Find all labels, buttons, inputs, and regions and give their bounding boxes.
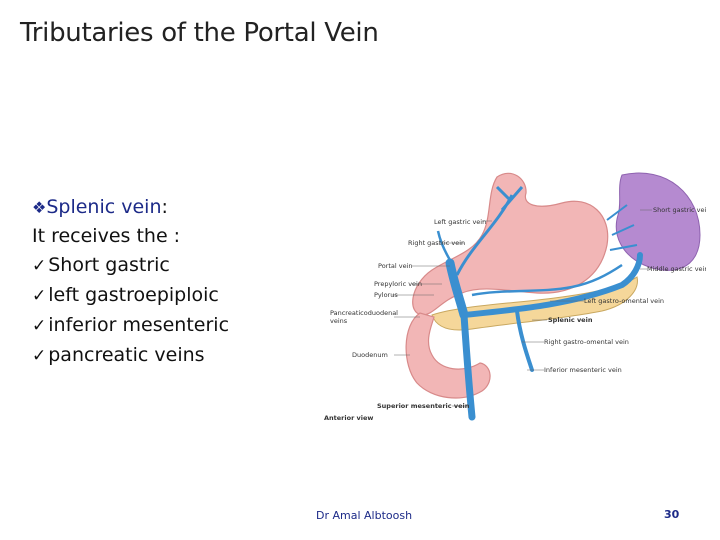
spleen-illustration [615, 172, 701, 271]
list-item: ✓pancreatic veins [32, 341, 229, 371]
superior-mesenteric-vessel [460, 311, 476, 421]
left-gastric-vessel [455, 185, 524, 276]
label-splenic: Splenic vein [548, 316, 593, 324]
page-title: Tributaries of the Portal Vein [20, 18, 379, 48]
gastro-omental-vessel [471, 263, 623, 297]
list-item-text: pancreatic veins [48, 344, 205, 366]
list-item: ✓left gastroepiploic [32, 281, 229, 311]
label-inferior-mesenteric: Inferior mesenteric vein [544, 366, 622, 374]
list-item: ✓Short gastric [32, 251, 229, 281]
page-number: 30 [664, 508, 680, 521]
list-item-text: Short gastric [48, 254, 170, 276]
inferior-mesenteric-vessel [515, 309, 534, 372]
list-item-text: left gastroepiploic [48, 284, 219, 306]
splenic-vein-label: Splenic vein [46, 196, 162, 218]
footer-author: Dr Amal Albtoosh [316, 509, 413, 522]
splenic-vein-heading: ❖Splenic vein: [32, 193, 229, 222]
label-prepyloric: Prepyloric vein [374, 280, 422, 288]
heading-colon: : [161, 196, 168, 218]
bullet-list: ❖Splenic vein: It receives the : ✓Short … [32, 193, 229, 371]
list-item-text: inferior mesenteric [48, 314, 230, 336]
label-pancreaticoduodenal: Pancreaticoduodenal [330, 309, 398, 317]
checkmark-icon: ✓ [32, 256, 47, 276]
label-duodenum: Duodenum [352, 351, 388, 359]
checkmark-icon: ✓ [32, 286, 47, 306]
intro-text: It receives the : [32, 225, 181, 247]
label-pancreaticoduodenal-veins: veins [330, 317, 348, 325]
pancreas-illustration [431, 276, 638, 331]
label-right-gastric: Right gastric vein [408, 239, 465, 247]
diamond-bullet-icon: ❖ [32, 198, 47, 217]
list-item: ✓inferior mesenteric [32, 311, 229, 341]
label-left-gastric: Left gastric vein [434, 218, 486, 226]
checkmark-icon: ✓ [32, 316, 47, 336]
label-pylorus: Pylorus [374, 291, 398, 299]
label-left-gastro-omental: Left gastro-omental vein [584, 297, 664, 305]
short-gastric-vessel [606, 204, 638, 251]
right-gastric-vessel [436, 230, 452, 261]
checkmark-icon: ✓ [32, 346, 47, 366]
label-short-gastric: Short gastric vein [653, 206, 706, 214]
label-anterior-view: Anterior view [324, 414, 373, 422]
portal-vein-diagram: Left gastric vein Right gastric vein Por… [324, 172, 706, 422]
label-superior-mesenteric: Superior mesenteric vein [377, 402, 470, 410]
label-portal: Portal vein [378, 262, 413, 270]
portal-vein-vessel [445, 258, 469, 320]
label-middle-gastric: Middle gastric vein [647, 265, 706, 273]
label-right-gastro-omental: Right gastro-omental vein [544, 338, 629, 346]
splenic-vein-vessel [461, 252, 643, 318]
